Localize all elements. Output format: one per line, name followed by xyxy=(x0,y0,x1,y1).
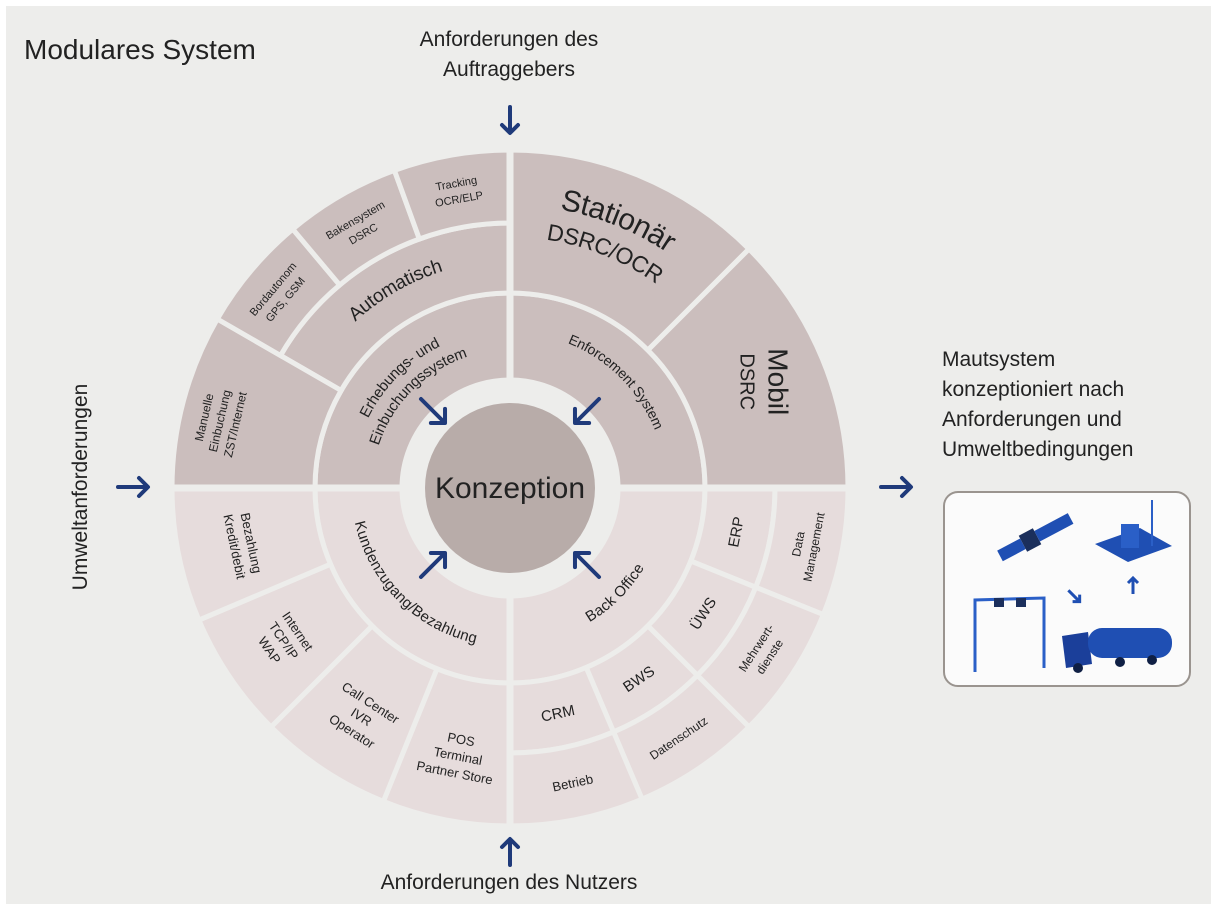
input-client-line: Anforderungen des xyxy=(420,28,599,51)
input-user: Anforderungen des Nutzers xyxy=(381,871,638,894)
input-environment: Umweltanforderungen xyxy=(69,384,92,591)
arrow-inward-icon xyxy=(572,396,602,426)
arrow-inward-icon-shaft xyxy=(418,396,446,424)
gantry-sensor xyxy=(1016,598,1026,607)
arrow-inward-icon-head xyxy=(572,406,592,426)
input-client-line: Auftraggebers xyxy=(443,58,575,81)
input-user-line: Anforderungen des Nutzers xyxy=(381,871,638,894)
label-mobil-title: Mobil xyxy=(762,348,793,415)
arrow-right-icon-head xyxy=(137,476,150,498)
arrow-right-icon xyxy=(879,476,913,498)
enforcement-station-icon xyxy=(1095,500,1172,562)
system-wheel xyxy=(166,144,854,832)
label-erp: ERP xyxy=(725,515,748,549)
arrow-inward-icon xyxy=(572,550,602,580)
arrow-inward-icon-shaft xyxy=(418,552,446,580)
arrow-down-icon xyxy=(500,105,520,135)
truck-wheel xyxy=(1147,655,1157,665)
label-erp-line: ERP xyxy=(725,515,748,549)
arrow-diagonal-icon xyxy=(1067,589,1082,604)
arrow-diagonal-head xyxy=(1072,594,1082,604)
page-title: Modulares System xyxy=(24,34,256,65)
page-title-line: Modulares System xyxy=(24,34,256,65)
output-caption-line: Anforderungen und xyxy=(942,408,1122,431)
output-caption-line: konzeptioniert nach xyxy=(942,378,1124,401)
truck-wheel xyxy=(1073,663,1083,673)
gantry-icon xyxy=(973,596,1046,672)
arrow-diagonal-shaft xyxy=(1067,589,1081,603)
gantry-sensor xyxy=(994,598,1004,607)
satellite-icon xyxy=(997,513,1074,562)
label-pos-line: POS xyxy=(446,729,476,749)
truck-cab xyxy=(1062,632,1092,668)
arrow-up-icon-head xyxy=(500,837,520,849)
truck-icon xyxy=(1062,628,1172,673)
arrow-inward-icon-head xyxy=(428,406,448,426)
arrow-inward-icon-shaft xyxy=(574,396,602,424)
satellite-panel-right xyxy=(1034,513,1074,542)
center-circle xyxy=(425,403,595,573)
arrow-up-small-head xyxy=(1126,575,1140,585)
arrow-right-icon-head xyxy=(900,476,913,498)
truck-tank xyxy=(1088,628,1172,658)
station-building xyxy=(1121,524,1139,548)
arrow-inward-icon-shaft xyxy=(574,552,602,580)
label-crm-line: CRM xyxy=(540,702,577,726)
input-environment-text: Umweltanforderungen xyxy=(69,384,92,591)
arrow-inward-icon-head xyxy=(428,550,448,570)
gantry-frame xyxy=(973,596,1046,672)
arrow-down-icon-head xyxy=(500,123,520,135)
result-illustration xyxy=(943,491,1191,687)
arrow-right-icon xyxy=(116,476,150,498)
label-crm: CRM xyxy=(540,702,577,726)
center-label: Konzeption xyxy=(435,472,585,505)
satellite-panel-left xyxy=(997,538,1026,562)
truck-wheel xyxy=(1115,657,1125,667)
arrow-inward-icon xyxy=(418,396,448,426)
arrow-up-small-icon xyxy=(1126,575,1140,594)
output-caption-line: Mautsystem xyxy=(942,348,1055,371)
label-mobil: MobilDSRC xyxy=(735,348,793,415)
arrow-up-icon xyxy=(500,837,520,867)
arrow-inward-icon xyxy=(418,550,448,580)
label-data-management-line: Data xyxy=(789,530,808,558)
label-mobil-sub: DSRC xyxy=(735,353,757,410)
arrow-inward-icon-head xyxy=(572,550,592,570)
satellite-body xyxy=(1018,528,1042,552)
output-caption-line: Umweltbedingungen xyxy=(942,438,1133,461)
